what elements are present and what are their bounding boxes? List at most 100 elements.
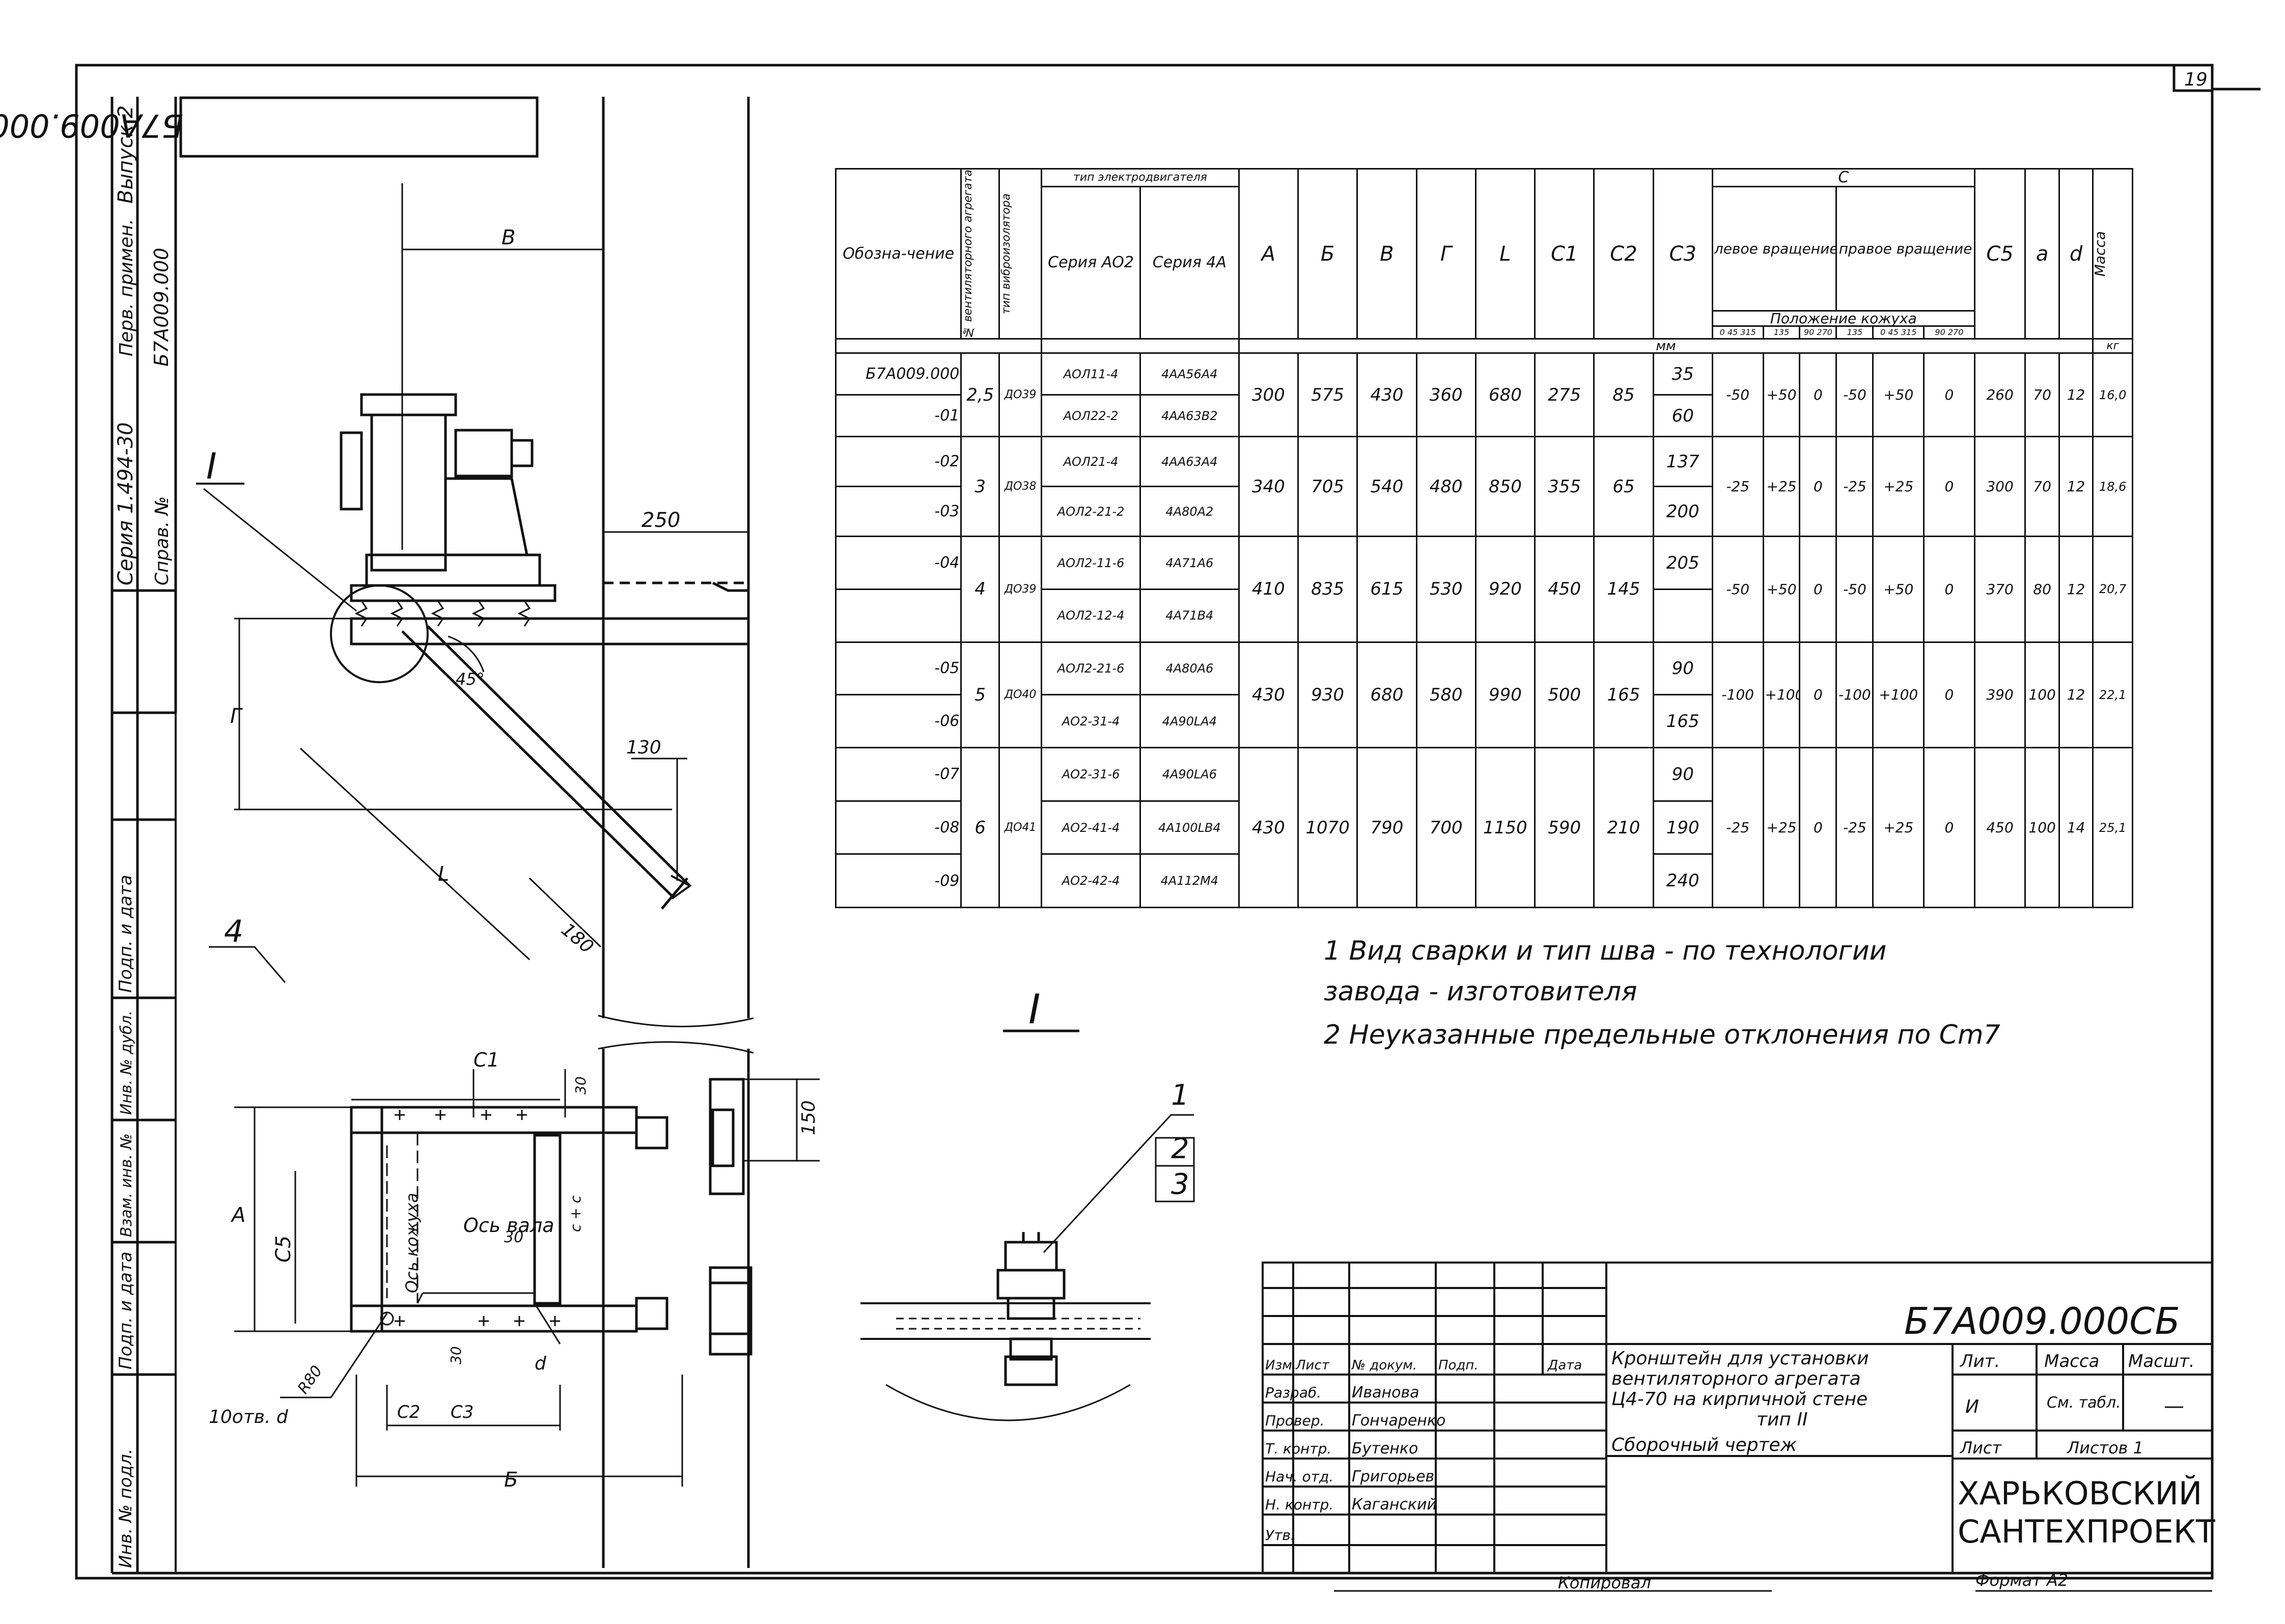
plan-view [234,1069,820,1487]
dim-c-plus-c: c + c [567,1195,584,1232]
tb-scale-label: Масшт. [2128,1351,2195,1371]
th-d: d [2058,167,2094,340]
cell-cl3: 0 [1799,746,1837,909]
cell-isolator: ДО39 [998,536,1043,643]
cell-designation: -07 [834,746,962,802]
note-1-cont: завода - изготовителя [1324,976,1637,1007]
cell-a: 70 [2024,352,2060,437]
tb-title-2: вентиляторного агрегата [1611,1368,1861,1389]
sheet-number-box [2172,64,2214,92]
tb-role-5: Утв. [1265,1527,1295,1544]
cell-cr1: -50 [1835,536,1874,643]
tb-col-date: Дата [1547,1358,1582,1373]
cell-c2: 165 [1593,641,1654,748]
dim-a: А [230,1203,245,1227]
cell-designation: -01 [834,394,962,437]
part-1: 1 [1171,1079,1189,1112]
cell-c2: 65 [1593,435,1654,538]
cell-c3: 165 [1652,694,1713,748]
th-a-small: a [2024,167,2060,340]
cell-b6: 930 [1297,641,1358,748]
cell-series-ao2: АОЛ2-11-6 [1041,536,1141,590]
cell-d: 12 [2058,536,2094,643]
tb-col-sign: Подп. [1438,1358,1479,1373]
th-angle-r2: 0 45 315 [1872,325,1925,340]
th-series-ao2: Серия АО2 [1041,185,1141,340]
angle-45: 45° [456,669,485,689]
cell-d: 12 [2058,352,2094,437]
cell-a: 340 [1238,435,1299,538]
cell-a: 300 [1238,352,1299,437]
tb-mass-label: Масса [2044,1351,2099,1371]
tb-org-2: САНТЕХПРОЕКТ [1958,1513,2216,1550]
cell-series-4a: 4А112М4 [1139,853,1240,909]
cell-series-4a: 4А80А6 [1139,641,1240,696]
cell-series-4a: 4А90LА4 [1139,694,1240,748]
cell-cr3: 0 [1923,352,1975,437]
cell-cr2: +25 [1872,746,1925,909]
th-angle-l1: 0 45 315 [1711,325,1764,340]
shaft-axis-label: Ось вала [463,1214,554,1237]
tb-col-izm: Изм. [1265,1358,1296,1373]
cell-b6: 705 [1297,435,1358,538]
cell-l: 1150 [1474,746,1536,909]
th-unit-mm: мм [1238,338,2094,354]
th-v: В [1356,167,1417,340]
detail-i-view-label: I [1028,986,1041,1033]
ref-no-label: Справ. № [152,496,173,585]
tb-col-list: Лист [1295,1358,1330,1373]
tb-scale-value: — [2164,1394,2184,1418]
part-2: 2 [1171,1132,1189,1165]
cell-l: 990 [1474,641,1536,748]
dim-c5: C5 [272,1236,295,1263]
dim-g: Г [230,705,243,728]
cell-v: 790 [1356,746,1417,909]
detail-i-main-label: I [206,445,217,487]
cell-cl1: -25 [1711,746,1764,909]
cell-l: 850 [1474,435,1536,538]
diagonal-brace [401,625,691,897]
cell-isolator: ДО39 [998,352,1043,437]
cell-c3: 90 [1652,641,1713,696]
cell-g: 530 [1415,536,1476,643]
tb-role-2: Т. контр. [1265,1440,1331,1457]
dim-180: 180 [557,919,597,958]
cell-c3: 205 [1652,536,1713,590]
cell-c2: 210 [1593,746,1654,909]
th-b6: Б [1297,167,1358,340]
cell-cr3: 0 [1923,536,1975,643]
cell-series-ao2: АО2-41-4 [1041,800,1141,855]
cell-fan-no: 5 [960,641,1000,748]
dim-d: d [535,1353,547,1374]
replace-inv-label: Взам. инв. № [118,1133,135,1237]
holes-label: 10отв. d [209,1407,289,1427]
cell-cl3: 0 [1799,352,1837,437]
title-block-grid [1262,1262,2213,1574]
tb-name-0: Иванова [1352,1384,1419,1402]
tb-name-2: Бутенко [1352,1440,1418,1458]
issue-label: Выпуск 2 [114,105,137,204]
cell-v: 680 [1356,641,1417,748]
th-unit-kg: кг [2092,338,2133,354]
cell-mass: 25,1 [2092,746,2133,909]
cell-cl2: +50 [1762,352,1801,437]
cell-cr2: +25 [1872,435,1925,538]
cell-cr3: 0 [1923,435,1975,538]
cell-a: 100 [2024,641,2060,748]
cell-c1: 275 [1534,352,1595,437]
cell-series-ao2: АОЛ11-4 [1041,352,1141,396]
cell-cl1: -25 [1711,435,1764,538]
stamp-code: Б7А009.000СБ [0,107,183,144]
tb-lit-label: Лит. [1959,1351,2000,1371]
cell-series-ao2: АО2-42-4 [1041,853,1141,909]
cell-b6: 575 [1297,352,1358,437]
th-c5: C5 [1973,167,2026,340]
